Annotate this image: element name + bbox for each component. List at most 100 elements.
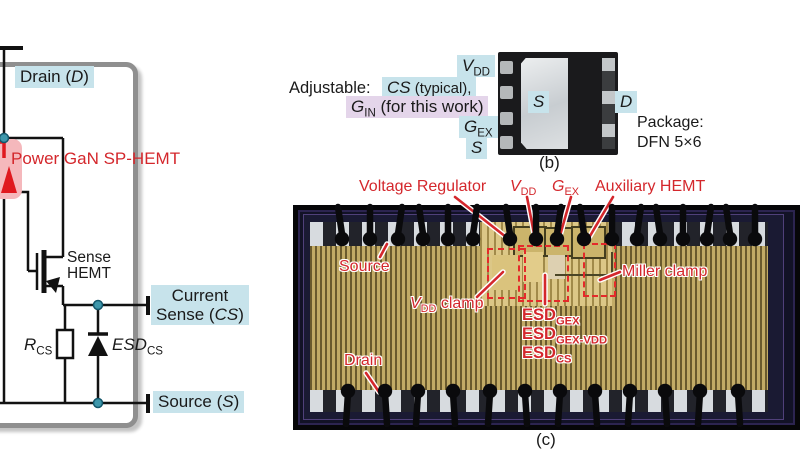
package-pin — [500, 136, 513, 149]
source-leader — [378, 242, 389, 259]
gex-leader — [557, 195, 573, 241]
metal-trace — [611, 252, 613, 276]
bond-wire — [703, 203, 715, 238]
caption-c: (c) — [536, 430, 556, 449]
package-drain-strip — [602, 58, 615, 149]
drain-die-label: Drain — [344, 352, 383, 369]
gex-pin-label: GEX — [459, 116, 498, 139]
caption-b: (b) — [539, 153, 560, 172]
bond-wire — [415, 203, 427, 238]
aux-hemt-leader — [585, 195, 615, 243]
miller-clamp-outline — [583, 243, 616, 297]
package-pin — [500, 112, 513, 125]
regulator-block — [492, 255, 520, 290]
d-pad-label: D — [615, 91, 638, 113]
esd-gex-vdd-label: ESDGEX-VDD — [522, 325, 608, 347]
miller-clamp-label: Miller clamp — [622, 263, 708, 280]
vdd-die-label: VDD — [510, 178, 537, 199]
voltage-regulator-label: Voltage Regulator — [359, 178, 487, 195]
drain-terminal-label: Drain (D) — [15, 66, 94, 88]
bond-wire — [362, 231, 378, 247]
rcs-label: RCS — [24, 335, 53, 358]
junction-nodes — [0, 132, 104, 409]
s-pad-label: S — [528, 91, 550, 113]
gin-label: GIN (for this work) — [346, 96, 489, 119]
bond-wire — [334, 231, 350, 247]
bond-wire — [342, 389, 352, 428]
gex-die-label: GEX — [552, 178, 579, 199]
bond-wire — [722, 203, 734, 238]
bond-wire — [554, 389, 564, 428]
bond-wire — [381, 389, 391, 428]
esd-cs-die-label: ESDCS — [522, 344, 572, 366]
esd-gex-label: ESDGEX — [522, 306, 580, 328]
s-pin-label: S — [466, 137, 488, 159]
bond-wire — [412, 389, 422, 428]
bond-wire — [553, 203, 565, 238]
bond-wire — [675, 231, 691, 247]
bond-wire — [694, 389, 704, 428]
bond-wire — [604, 231, 620, 247]
bond-wire — [521, 389, 531, 428]
bond-wire — [390, 231, 406, 247]
auxiliary-hemt-label: Auxiliary HEMT — [595, 178, 706, 195]
bond-wire — [633, 203, 645, 238]
bond-wire — [652, 231, 668, 247]
miller-clamp-leader — [598, 270, 622, 282]
cs-typical-label: CS (typical), — [382, 77, 477, 99]
vdd-pin-label: VDD — [457, 55, 496, 78]
bond-wire — [734, 389, 744, 428]
voltage-regulator-leader — [453, 195, 508, 239]
source-terminal-label: Source (S) — [153, 391, 245, 413]
bond-wires — [334, 203, 763, 428]
source-die-label: Source — [339, 258, 390, 275]
bond-wire — [699, 231, 715, 247]
package-photo — [498, 52, 618, 155]
vdd-clamp-outline — [487, 248, 526, 299]
bond-wire — [440, 231, 456, 247]
bond-wire — [334, 203, 346, 238]
vdd-clamp-label: VDD clamp — [410, 295, 484, 316]
bond-wire — [502, 231, 518, 247]
bond-wire — [469, 203, 481, 238]
terminal-bars — [0, 46, 150, 413]
sense-hemt-symbol — [35, 250, 60, 293]
bond-wire — [624, 389, 634, 428]
package-type-label: Package:DFN 5×6 — [637, 114, 704, 151]
bond-wire — [629, 231, 645, 247]
esd-cs-label: ESDCS — [112, 335, 164, 358]
bond-wire — [722, 231, 738, 247]
bond-wire — [591, 389, 601, 428]
package-pin — [500, 61, 513, 74]
bond-wire — [747, 231, 763, 247]
rcs-resistor-symbol — [55, 328, 75, 360]
leader-lines — [363, 194, 623, 395]
power-hemt-label: Power GaN SP-HEMT — [11, 149, 181, 168]
package-pin — [500, 86, 513, 99]
bond-wire — [449, 389, 459, 428]
bond-wire — [661, 389, 671, 428]
circuit-wires — [0, 50, 148, 405]
bond-wire — [484, 389, 494, 428]
drain-leader — [364, 371, 381, 394]
bond-wire — [549, 231, 565, 247]
clamp-block — [548, 255, 565, 279]
die-pad-row-bottom — [310, 390, 768, 412]
chip-outline-box — [0, 62, 138, 428]
bond-wire — [528, 231, 544, 247]
bond-wire — [652, 203, 664, 238]
bond-wire — [394, 203, 406, 238]
bond-wire — [465, 231, 481, 247]
bond-wire — [502, 203, 514, 238]
adjustable-label: Adjustable: — [289, 79, 371, 97]
esd-block — [523, 252, 543, 282]
vdd-clamp-leader — [475, 270, 505, 299]
esd-diode-symbol — [88, 332, 108, 356]
bond-wire — [576, 203, 588, 238]
power-hemt-symbol — [0, 139, 22, 199]
bond-wire — [415, 231, 431, 247]
